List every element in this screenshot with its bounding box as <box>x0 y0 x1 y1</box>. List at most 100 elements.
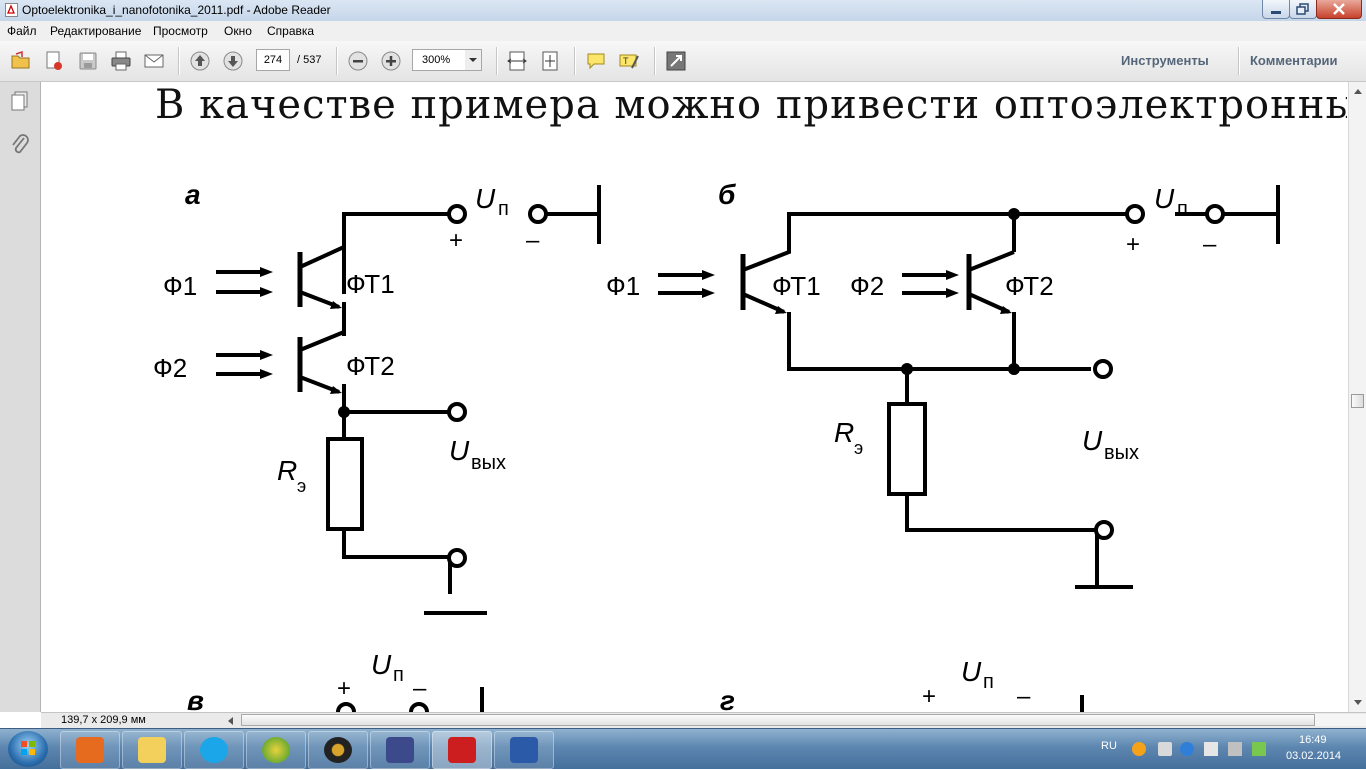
label-u: U <box>961 656 982 687</box>
close-button[interactable] <box>1316 0 1362 19</box>
menu-file[interactable]: Файл <box>7 24 37 38</box>
page-thumbnails-icon[interactable] <box>9 90 31 112</box>
print-icon[interactable] <box>110 50 132 72</box>
zoom-value: 300% <box>422 54 451 66</box>
circuit-figure: а б в г Ф1 Ф2 ФТ1 ФТ2 Ф1 ФТ1 Ф2 ФТ2 U п … <box>153 179 1280 712</box>
highlight-text-icon[interactable]: T <box>618 50 640 72</box>
email-icon[interactable] <box>143 50 165 72</box>
label-ft2: ФТ2 <box>346 351 395 381</box>
label-r: R <box>834 417 854 448</box>
label-phi1: Ф1 <box>163 271 197 301</box>
label-a: а <box>185 179 201 210</box>
comment-note-icon[interactable] <box>585 50 607 72</box>
zoom-in-icon[interactable] <box>380 50 402 72</box>
word-icon <box>510 737 538 763</box>
tray-app-icon[interactable] <box>1132 742 1146 756</box>
menu-view[interactable]: Просмотр <box>153 24 208 38</box>
page-total: / 537 <box>297 54 322 66</box>
label-u: U <box>1082 425 1103 456</box>
label-ft1: ФТ1 <box>772 271 821 301</box>
previous-page-icon[interactable] <box>189 50 211 72</box>
tools-pane-link[interactable]: Инструменты <box>1121 53 1209 68</box>
fit-page-icon[interactable] <box>539 50 561 72</box>
media-player-icon <box>76 737 104 763</box>
taskbar-audio-player[interactable] <box>308 731 368 769</box>
taskbar-adobe-reader[interactable] <box>432 731 492 769</box>
scroll-thumb[interactable] <box>241 714 1315 726</box>
flag-icon[interactable] <box>1204 742 1218 756</box>
taskbar-explorer[interactable] <box>122 731 182 769</box>
toolbar-separator <box>336 47 338 75</box>
folder-icon <box>138 737 166 763</box>
label-u: U <box>371 649 392 680</box>
adobe-reader-icon <box>448 737 476 763</box>
scroll-left-icon[interactable] <box>227 716 235 726</box>
window-title: Optoelektronika_i_nanofotonika_2011.pdf … <box>22 3 331 17</box>
menu-window[interactable]: Окно <box>224 24 252 38</box>
scroll-down-icon[interactable] <box>1352 698 1364 708</box>
label-plus: + <box>449 227 463 254</box>
skype-icon <box>200 737 228 763</box>
label-out-sub: вых <box>471 452 506 474</box>
label-minus: – <box>413 675 427 702</box>
start-button[interactable] <box>8 731 48 767</box>
taskbar-equalizer[interactable] <box>370 731 430 769</box>
label-u: U <box>475 183 496 214</box>
label-u: U <box>449 435 470 466</box>
windows-logo-icon <box>21 741 35 755</box>
taskbar-skype[interactable] <box>184 731 244 769</box>
label-ft1: ФТ1 <box>346 269 395 299</box>
menu-edit[interactable]: Редактирование <box>50 24 142 38</box>
signal-icon[interactable] <box>1252 742 1266 756</box>
page-number-input[interactable]: 274 <box>256 49 290 71</box>
label-minus: – <box>1203 231 1217 258</box>
label-b: б <box>718 179 736 210</box>
scroll-up-icon[interactable] <box>1352 86 1364 96</box>
audio-player-icon <box>324 737 352 763</box>
restore-button[interactable] <box>1289 0 1317 19</box>
horizontal-scrollbar[interactable] <box>241 714 1366 726</box>
comments-pane-link[interactable]: Комментарии <box>1250 53 1338 68</box>
menu-help[interactable]: Справка <box>267 24 315 38</box>
taskbar-browser[interactable] <box>246 731 306 769</box>
next-page-icon[interactable] <box>222 50 244 72</box>
label-v: в <box>187 685 204 712</box>
chevron-down-icon <box>465 50 481 70</box>
vertical-scrollbar[interactable] <box>1348 82 1366 712</box>
zoom-out-icon[interactable] <box>347 50 369 72</box>
label-plus: + <box>1126 231 1140 258</box>
clock-time[interactable]: 16:49 <box>1299 734 1327 746</box>
label-u-sub: п <box>498 198 509 220</box>
attachments-icon[interactable] <box>9 132 31 156</box>
menu-bar: Файл Редактирование Просмотр Окно Справк… <box>0 21 1366 41</box>
usb-device-icon[interactable] <box>1158 742 1172 756</box>
document-view[interactable]: В качестве примера можно привести оптоэл… <box>41 82 1347 712</box>
label-phi2: Ф2 <box>153 353 187 383</box>
toolbar-separator <box>654 47 656 75</box>
label-r: R <box>277 455 297 486</box>
open-folder-icon[interactable] <box>10 50 32 72</box>
taskbar-word[interactable] <box>494 731 554 769</box>
toolbar-separator <box>574 47 576 75</box>
volume-icon[interactable] <box>1228 742 1242 756</box>
browser-icon <box>262 737 290 763</box>
page-text-line: В качестве примера можно привести оптоэл… <box>155 82 1347 128</box>
fit-width-icon[interactable] <box>506 50 528 72</box>
toolbar: 274 / 537 300% T Инструменты Комментарии <box>0 41 1366 82</box>
fullscreen-icon[interactable] <box>665 50 687 72</box>
minimize-button[interactable] <box>1262 0 1290 19</box>
label-phi2: Ф2 <box>850 271 884 301</box>
toolbar-separator <box>1238 47 1240 75</box>
pdf-file-icon <box>5 3 18 17</box>
save-icon[interactable] <box>77 50 99 72</box>
label-g: г <box>720 685 735 712</box>
zoom-select[interactable]: 300% <box>412 49 482 71</box>
taskbar-media-player[interactable] <box>60 731 120 769</box>
scroll-thumb[interactable] <box>1351 394 1364 408</box>
label-minus: – <box>1017 683 1031 710</box>
language-indicator[interactable]: RU <box>1101 740 1117 752</box>
label-u-sub: п <box>1177 198 1188 220</box>
clock-date[interactable]: 03.02.2014 <box>1286 750 1342 762</box>
create-pdf-icon[interactable] <box>43 50 65 72</box>
network-icon[interactable] <box>1180 742 1194 756</box>
